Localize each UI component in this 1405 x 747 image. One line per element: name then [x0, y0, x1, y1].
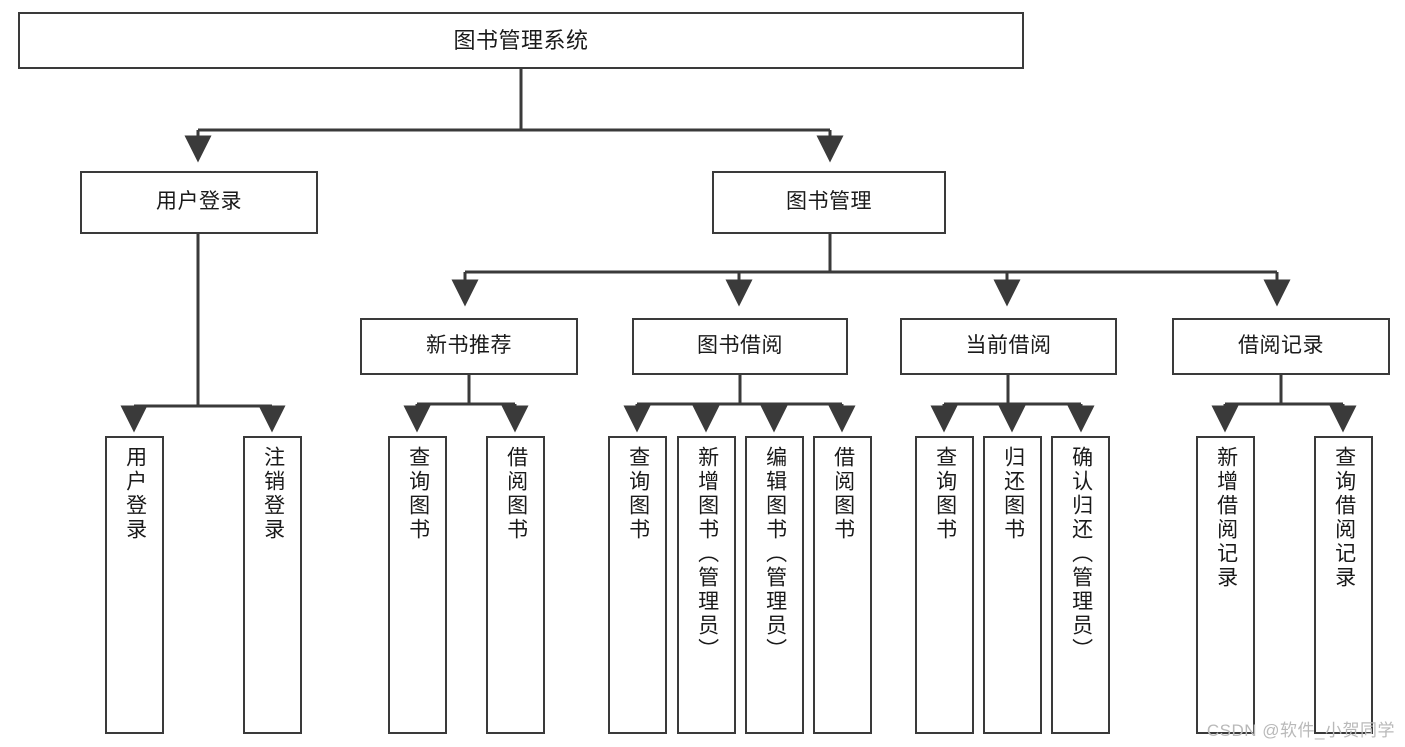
node-book-borrow-label: 图书借阅 [697, 334, 783, 358]
leaf-current-query-book-label: 查询图书 [933, 446, 957, 542]
leaf-borrow-query-book[interactable]: 查询图书 [608, 436, 667, 734]
leaf-borrow-add-book[interactable]: 新增图书（管理员） [677, 436, 736, 734]
node-user-login-label: 用户登录 [156, 190, 242, 214]
leaf-borrow-edit-book[interactable]: 编辑图书（管理员） [745, 436, 804, 734]
leaf-user-login-login[interactable]: 用户登录 [105, 436, 164, 734]
leaf-user-login-login-label: 用户登录 [123, 446, 147, 542]
node-book-borrow[interactable]: 图书借阅 [632, 318, 848, 375]
leaf-recommend-query-book-label: 查询图书 [406, 446, 430, 542]
leaf-current-return-book-label: 归还图书 [1001, 446, 1025, 542]
node-user-login[interactable]: 用户登录 [80, 171, 318, 234]
node-root-label: 图书管理系统 [453, 27, 589, 53]
leaf-borrow-add-book-label: 新增图书（管理员） [695, 446, 719, 662]
leaf-record-add-record-label: 新增借阅记录 [1214, 446, 1238, 590]
node-new-book-recommend[interactable]: 新书推荐 [360, 318, 578, 375]
node-book-management[interactable]: 图书管理 [712, 171, 946, 234]
leaf-user-login-logout[interactable]: 注销登录 [243, 436, 302, 734]
leaf-recommend-borrow-book[interactable]: 借阅图书 [486, 436, 545, 734]
node-current-borrow-label: 当前借阅 [965, 334, 1052, 358]
leaf-recommend-query-book[interactable]: 查询图书 [388, 436, 447, 734]
leaf-record-add-record[interactable]: 新增借阅记录 [1196, 436, 1255, 734]
leaf-borrow-borrow-book-label: 借阅图书 [831, 446, 855, 542]
leaf-user-login-logout-label: 注销登录 [261, 446, 285, 542]
node-root[interactable]: 图书管理系统 [18, 12, 1024, 69]
node-book-management-label: 图书管理 [786, 190, 872, 214]
watermark-text: CSDN @软件_小贺同学 [1206, 721, 1395, 740]
node-borrow-record-label: 借阅记录 [1238, 334, 1324, 358]
leaf-borrow-query-book-label: 查询图书 [626, 446, 650, 542]
leaf-current-confirm-return[interactable]: 确认归还（管理员） [1051, 436, 1110, 734]
node-new-book-recommend-label: 新书推荐 [426, 334, 512, 358]
leaf-record-query-record[interactable]: 查询借阅记录 [1314, 436, 1373, 734]
leaf-record-query-record-label: 查询借阅记录 [1332, 446, 1356, 590]
leaf-current-confirm-return-label: 确认归还（管理员） [1069, 446, 1093, 662]
node-current-borrow[interactable]: 当前借阅 [900, 318, 1117, 375]
leaf-borrow-borrow-book[interactable]: 借阅图书 [813, 436, 872, 734]
leaf-current-return-book[interactable]: 归还图书 [983, 436, 1042, 734]
node-borrow-record[interactable]: 借阅记录 [1172, 318, 1390, 375]
leaf-recommend-borrow-book-label: 借阅图书 [504, 446, 528, 542]
leaf-current-query-book[interactable]: 查询图书 [915, 436, 974, 734]
leaf-borrow-edit-book-label: 编辑图书（管理员） [763, 446, 787, 662]
